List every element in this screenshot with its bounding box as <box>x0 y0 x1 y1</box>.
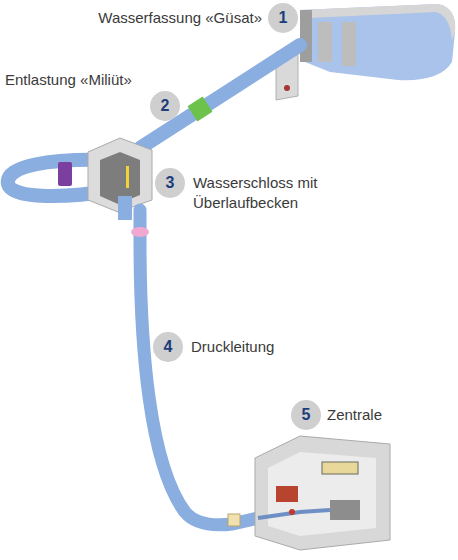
penstock-joint <box>228 514 240 526</box>
part-label: Wasserschloss mit Überlaufbecken <box>193 173 343 213</box>
intake-pier <box>342 22 356 66</box>
surge-tank-shaft <box>118 196 132 220</box>
intake-valve <box>284 85 290 91</box>
part-label: Entlastung «Miliüt» <box>5 70 132 90</box>
intake-pier <box>318 22 332 62</box>
turbine <box>330 500 360 520</box>
headrace-pipe <box>140 45 300 148</box>
turbine-pipe <box>258 510 330 518</box>
control-panel <box>322 462 358 474</box>
generator <box>276 486 298 502</box>
powerhouse-interior <box>268 452 376 536</box>
overflow-valve <box>58 162 72 186</box>
part-label: Zentrale <box>327 405 382 425</box>
penstock-pipe <box>140 210 258 525</box>
intake-gate <box>300 10 312 62</box>
inlet-valve <box>289 509 295 515</box>
callout-number: 2 <box>150 91 180 121</box>
part-label: Druckleitung <box>191 337 274 357</box>
part-label: Wasserfassung «Güsat» <box>98 8 262 28</box>
intake-basin <box>300 4 455 80</box>
callout-number: 3 <box>155 168 185 198</box>
callout-number: 4 <box>153 332 183 362</box>
powerhouse-building <box>255 436 390 550</box>
callout-number: 1 <box>268 3 298 33</box>
surge-tank-marker <box>126 166 129 188</box>
relief-valve <box>188 97 213 122</box>
callout-number: 5 <box>291 400 321 430</box>
penstock-ring <box>131 227 149 237</box>
